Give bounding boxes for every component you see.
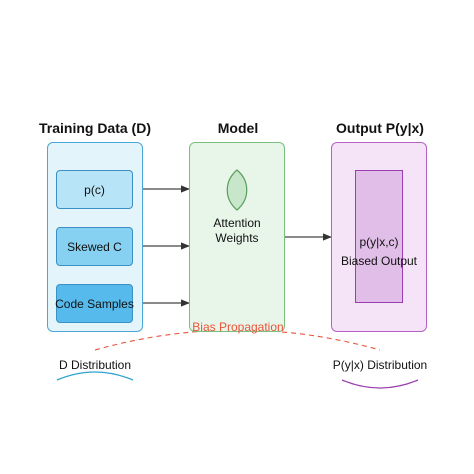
output-label-line1: p(y|x,c) bbox=[359, 235, 399, 249]
model-label-line2: Weights bbox=[215, 231, 259, 245]
output-heading: Output P(y|x) bbox=[336, 120, 424, 136]
d-distribution-label: D Distribution bbox=[58, 358, 132, 372]
output-inner-box bbox=[355, 170, 403, 303]
training-item-pc: p(c) bbox=[56, 170, 133, 209]
training-item-code-samples: Code Samples bbox=[55, 284, 134, 323]
attention-leaf-icon bbox=[226, 169, 248, 211]
output-label-line2: Biased Output bbox=[340, 254, 418, 268]
training-item-skewed-c: Skewed C bbox=[56, 227, 133, 266]
pyx-distribution-label: P(y|x) Distribution bbox=[332, 358, 428, 372]
bias-propagation-label: Bias Propagation bbox=[192, 320, 284, 334]
training-data-heading: Training Data (D) bbox=[38, 120, 151, 136]
d-distribution-curve bbox=[56, 371, 134, 381]
model-label-line1: Attention bbox=[213, 216, 261, 230]
pyx-distribution-curve bbox=[341, 379, 419, 389]
model-heading: Model bbox=[217, 120, 259, 136]
